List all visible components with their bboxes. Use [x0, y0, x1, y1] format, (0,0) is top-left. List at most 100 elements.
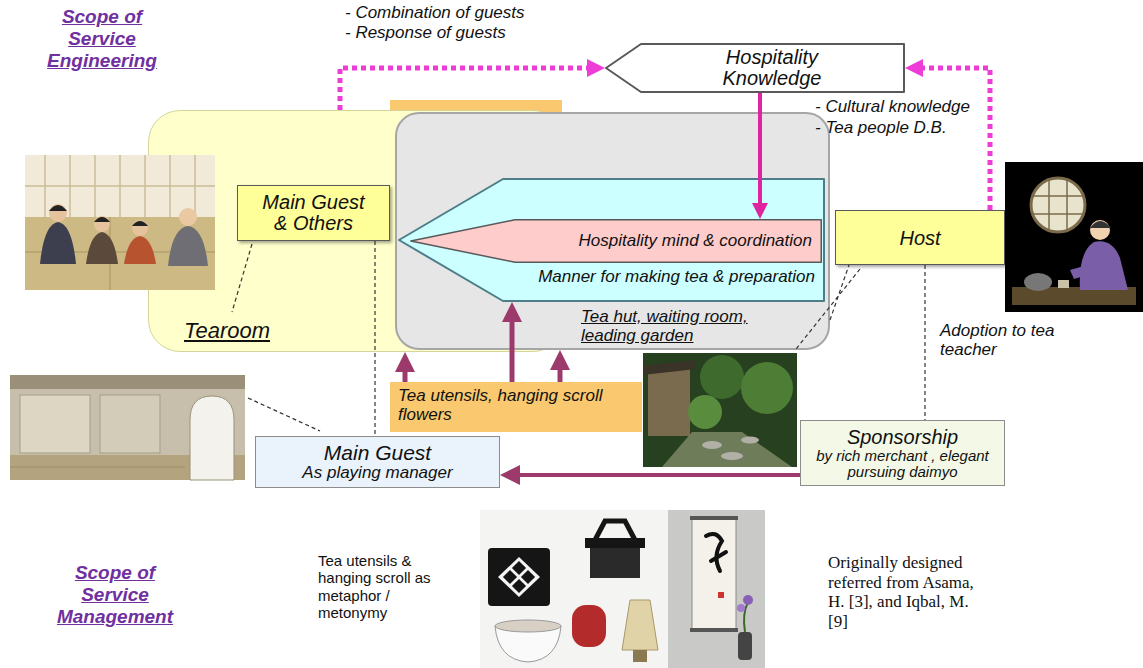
- host-illustration-part-part: [1032, 213, 1084, 215]
- knowledge-note: - Cultural knowledge: [815, 97, 970, 117]
- hanging-scroll-photo-part: [690, 516, 738, 520]
- tea-gathering-photo-part: [179, 208, 197, 226]
- tea-gathering-photo-part: [86, 232, 118, 264]
- node-text: Manner for making tea & preparation: [538, 267, 815, 287]
- tea-gathering-photo-part: [168, 226, 208, 266]
- host-illustration-part: [1058, 280, 1069, 288]
- tea-gathering-photo-part: [25, 217, 215, 290]
- tea-utensils-photo-part: [521, 570, 535, 584]
- supply-arrow: [403, 368, 408, 382]
- knowledge-note: - Response of guests: [345, 23, 506, 43]
- garden-photo-part: [741, 437, 759, 444]
- leader-lines: [232, 244, 860, 431]
- hanging-scroll-photo-part: [690, 628, 738, 632]
- sponsor-box: Sponsorshipby rich merchant , elegant pu…: [800, 420, 1005, 486]
- tea-gathering-photo-part: [49, 204, 67, 222]
- host-illustration-part-part: [1048, 179, 1050, 231]
- knowledge-arrow: [758, 93, 762, 206]
- node-text: Hospitality Knowledge: [697, 47, 847, 89]
- node-text: Main Guest: [324, 441, 431, 464]
- source-note: Originally designed referred from Asama,…: [828, 553, 980, 631]
- text-area: Main Guest & Others: [244, 186, 383, 240]
- text-area: Hospitality Knowledge: [647, 43, 897, 93]
- tea-utensils-photo-part: [480, 510, 668, 668]
- supply-arrow: [558, 366, 563, 382]
- garden-photo-part: [700, 355, 744, 399]
- tearoom-photo-part: [10, 375, 245, 480]
- node-text: Tea utensils, hanging scroll flowers: [398, 387, 634, 424]
- tea-utensils-photo-part: [512, 561, 526, 575]
- knowledge-note: - Tea people D.B.: [815, 118, 947, 138]
- tea-utensils-photo-part: [585, 538, 645, 548]
- node-text: by rich merchant , elegant pursuing daim…: [814, 448, 992, 481]
- tea-gathering-photo-part: [94, 217, 110, 222]
- hanging-scroll-photo-part: [737, 604, 745, 612]
- hanging-scroll-photo-part: [706, 534, 726, 571]
- tea-utensils-photo-part: [633, 650, 647, 662]
- tea-gathering-photo-part: [49, 205, 67, 211]
- host-illustration-part: [1090, 221, 1111, 228]
- garden-photo-part: [643, 360, 696, 375]
- host-illustration-part: [1090, 220, 1110, 240]
- host-illustration-part: [1031, 178, 1085, 232]
- tea-gathering-photo: [25, 155, 215, 290]
- tea-gathering-photo-part: [124, 236, 156, 264]
- text-area: Manner for making tea & preparation: [508, 267, 815, 287]
- relation-line: [830, 265, 849, 320]
- host-illustration-part: [1032, 179, 1084, 231]
- text-area: Hospitality mind & coordination: [520, 219, 812, 263]
- tea-gathering-photo-part: [132, 220, 148, 236]
- hanging-scroll-photo-part: [668, 510, 765, 668]
- text-area: Main GuestAs playing manager: [262, 437, 493, 487]
- tearoom-photo-part: [100, 395, 160, 453]
- tea-utensils-photo: [480, 510, 668, 668]
- tea-gathering-photo-part: [132, 221, 148, 226]
- tea-gathering-photo-part: [94, 216, 110, 232]
- garden-photo-part: [662, 432, 792, 467]
- text-area: Tea hut, waiting room, leading garden: [581, 308, 801, 345]
- garden-photo-part: [643, 353, 797, 467]
- leader-lines-part: [796, 269, 860, 349]
- hanging-scroll-photo-part: [743, 595, 753, 605]
- tea-utensils-photo-part: [495, 620, 561, 632]
- host-illustration: [1005, 162, 1143, 312]
- picture-caption: Tea utensils & hanging scroll as metapho…: [318, 552, 450, 621]
- knowledge-flow: [919, 68, 990, 210]
- tea-gathering-photo-part: [25, 155, 215, 290]
- host-illustration-part: [1024, 273, 1052, 291]
- scope-heading: Scope of Service Engineering: [42, 6, 162, 72]
- host-illustration-part-part: [1066, 179, 1068, 231]
- knowledge-flow: [340, 68, 591, 110]
- tearoom-photo-part: [190, 396, 234, 480]
- text-area: Tea utensils, hanging scroll flowers: [398, 387, 634, 424]
- garden-photo-part: [648, 368, 690, 436]
- hanging-scroll-photo-part: [718, 592, 724, 598]
- text-area: Tearoom: [184, 318, 384, 343]
- tea-utensils-photo-part: [572, 605, 606, 647]
- tea-hut-panel: Hospitality mind & coordinationManner fo…: [395, 112, 830, 350]
- node-text: Main Guest & Others: [258, 192, 370, 234]
- tea-gathering-photo-part: [25, 217, 215, 290]
- mind-arrow: Hospitality mind & coordination: [410, 219, 822, 263]
- garden-photo-part: [702, 441, 722, 449]
- node-text: Tea hut, waiting room, leading garden: [581, 308, 786, 345]
- text-area: Host: [842, 211, 998, 264]
- node-text: Sponsorship: [847, 426, 958, 448]
- shape-fill: [411, 220, 822, 263]
- tea-utensils-photo-part: [498, 557, 540, 597]
- leader-lines-part: [232, 244, 252, 312]
- relation-line: [374, 241, 375, 436]
- tea-utensils-photo-part: [590, 548, 640, 578]
- scope-heading: Scope of Service Management: [46, 562, 184, 628]
- knowledge-pentagon: Hospitality Knowledge: [605, 43, 905, 93]
- garden-photo-part: [721, 452, 743, 460]
- tea-utensils-photo-part: [622, 600, 658, 650]
- tearoom-photo: [10, 375, 245, 480]
- node-text: As playing manager: [302, 464, 452, 483]
- tea-utensils-photo-part: [503, 570, 517, 584]
- tea-gathering-photo-part: [25, 155, 215, 217]
- hanging-scroll-photo: [668, 510, 765, 668]
- tearoom-photo-part: [10, 467, 185, 468]
